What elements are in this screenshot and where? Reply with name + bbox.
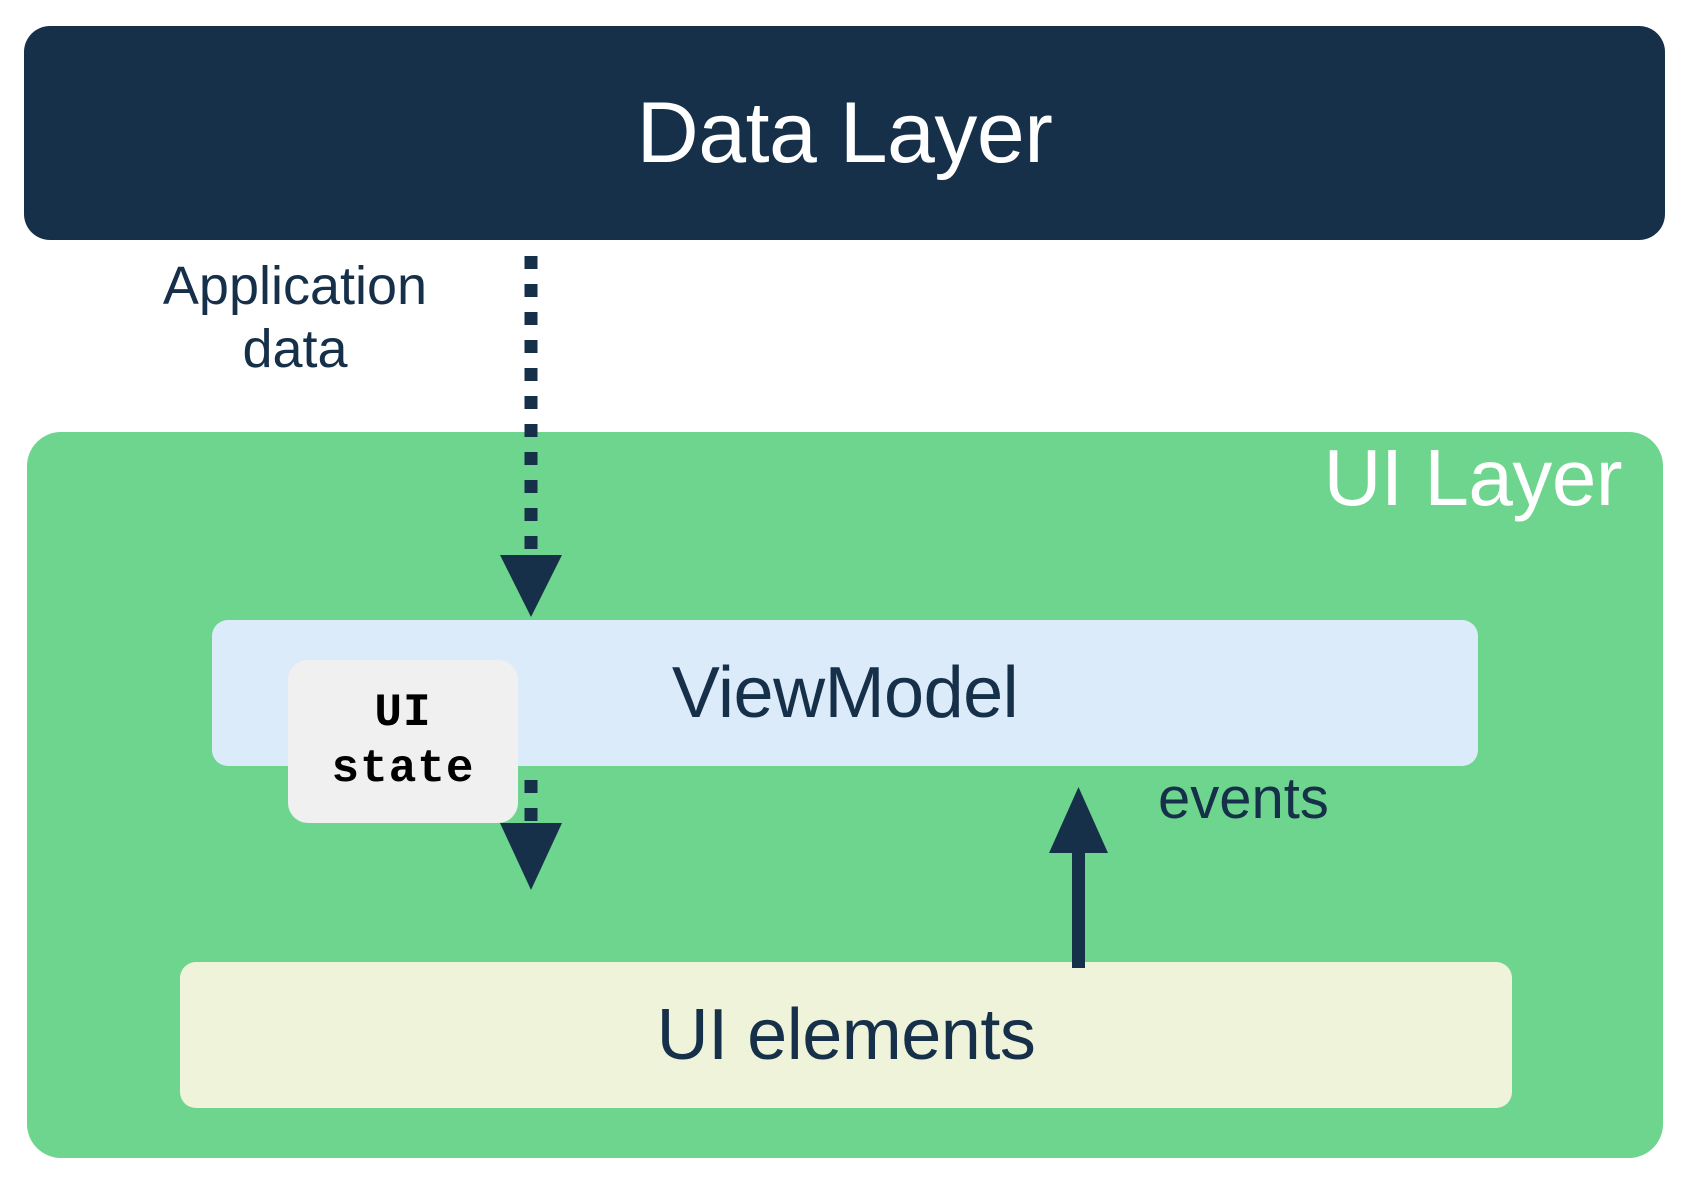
ui-elements-label: UI elements [656,995,1036,1075]
data-layer-title: Data Layer [636,85,1053,181]
ui-state-line2: state [331,742,475,795]
viewmodel-label: ViewModel [671,653,1019,733]
application-data-label-line1: Application [162,256,428,316]
application-data-label-line2: data [242,319,348,380]
ui-layer-title: UI Layer [1323,433,1623,522]
application-data-label: Application data [140,255,450,381]
ui-elements-box: UI elements [180,962,1512,1108]
ui-state-line1: UI [374,686,432,739]
events-label: events [1158,766,1329,831]
ui-state-card: UI state [288,660,518,823]
data-layer-box: Data Layer [24,26,1665,240]
